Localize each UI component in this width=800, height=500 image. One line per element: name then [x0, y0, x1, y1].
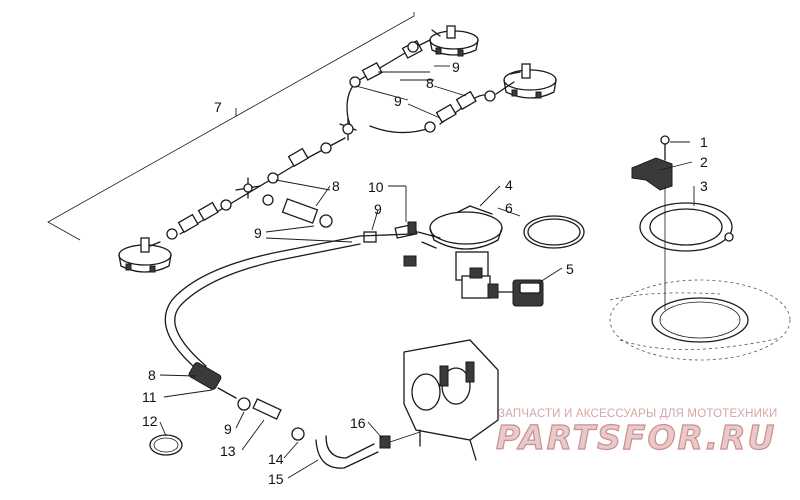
- callout-8-top: 8: [426, 75, 434, 91]
- rollover-valve-top: [429, 25, 479, 57]
- callout-9-top: 9: [452, 59, 460, 75]
- leader-lines: [159, 65, 695, 479]
- callout-9-pump: 9: [374, 201, 382, 217]
- throttle-body: [403, 339, 499, 461]
- hose-clamp-ring: [149, 434, 183, 456]
- watermark: ЗАПЧАСТИ И АКСЕССУАРЫ ДЛЯ МОТОТЕХНИКИ PA…: [495, 408, 778, 458]
- fuel-pump: [417, 205, 503, 299]
- callout-9-lower: 9: [224, 421, 232, 437]
- callout-1: 1: [700, 134, 708, 150]
- callout-9-hose: 9: [254, 225, 262, 241]
- callout-4: 4: [505, 177, 513, 193]
- callout-12: 12: [142, 413, 158, 429]
- callout-6: 6: [505, 200, 513, 216]
- callout-15: 15: [268, 471, 284, 487]
- tank-opening: [609, 186, 791, 361]
- retainer-ring: [639, 202, 734, 252]
- elbow-hose: [315, 435, 379, 469]
- callout-16: 16: [350, 415, 366, 431]
- fuel-pump-gasket: [523, 215, 585, 249]
- vent-tee-fitting: [235, 117, 357, 199]
- fuel-level-sender: [497, 279, 544, 307]
- callout-11: 11: [142, 389, 157, 405]
- callout-14: 14: [268, 451, 284, 467]
- loose-hose-and-clamp: [281, 198, 333, 228]
- rollover-valve-left: [118, 237, 172, 273]
- fuel-supply-hose: [164, 233, 413, 373]
- callout-9-upper: 9: [394, 93, 402, 109]
- watermark-brand: PARTSFOR.RU: [496, 418, 776, 457]
- callout-13: 13: [220, 443, 236, 459]
- callout-7: 7: [214, 99, 222, 115]
- vent-hoses: [166, 39, 515, 240]
- callout-10: 10: [368, 179, 384, 195]
- callout-8-left: 8: [148, 367, 156, 383]
- retainer-bracket: [631, 157, 673, 191]
- callout-2: 2: [700, 154, 708, 170]
- callout-5: 5: [566, 261, 574, 277]
- mounting-screw: [660, 135, 670, 161]
- inline-fittings: [237, 397, 305, 441]
- pump-fittings: [363, 221, 418, 267]
- watermark-subtitle: ЗАПЧАСТИ И АКСЕССУАРЫ ДЛЯ МОТОТЕХНИКИ: [498, 408, 778, 420]
- callout-labels: 1 2 3 4 5 6 7 8 8 8 9 9 9 9 9 10 11 12 1…: [142, 59, 708, 487]
- callout-3: 3: [700, 178, 708, 194]
- rollover-valve-right: [503, 63, 557, 99]
- quick-connect-fitting: [188, 362, 237, 399]
- callout-8-mid: 8: [332, 178, 340, 194]
- vent-assembly-bracket: [47, 12, 415, 241]
